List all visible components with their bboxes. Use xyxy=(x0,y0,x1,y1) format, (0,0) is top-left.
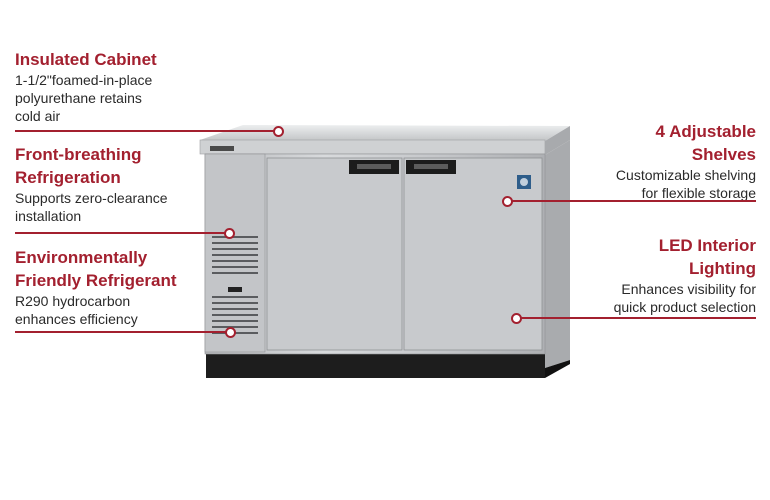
callout-led-lighting: LED Interior Lighting Enhances visibilit… xyxy=(614,234,756,316)
connector-dot xyxy=(273,126,284,137)
brand-plate xyxy=(210,146,234,151)
callout-desc-line: polyurethane retains xyxy=(15,90,142,106)
callout-title: Lighting xyxy=(688,259,756,278)
left-door xyxy=(266,157,403,351)
callout-title: Insulated Cabinet xyxy=(15,50,157,69)
callout-title: LED Interior xyxy=(658,236,756,255)
callout-title: Environmentally xyxy=(15,248,148,267)
callout-refrigerant: Environmentally Friendly Refrigerant R29… xyxy=(15,246,177,328)
countertop xyxy=(200,125,570,141)
callout-title: Refrigeration xyxy=(15,168,121,187)
callout-desc-line: Customizable shelving xyxy=(615,167,756,183)
cabinet-side xyxy=(545,140,570,368)
callout-desc-line: for flexible storage xyxy=(641,185,756,201)
callout-title: 4 Adjustable xyxy=(655,122,756,141)
upper-vent xyxy=(212,236,258,274)
connector-line xyxy=(511,200,756,202)
callout-title: Shelves xyxy=(691,145,756,164)
callout-title: Front-breathing xyxy=(15,145,142,164)
callout-desc-line: enhances efficiency xyxy=(15,311,138,327)
left-panel xyxy=(204,153,266,353)
connector-dot xyxy=(225,327,236,338)
callout-desc-line: 1-1/2"foamed-in-place xyxy=(15,72,153,88)
callout-desc-line: Supports zero-clearance xyxy=(15,190,168,206)
connector-line xyxy=(15,130,277,132)
connector-line xyxy=(15,331,229,333)
callout-desc-line: quick product selection xyxy=(613,299,756,315)
callout-front-breathing: Front-breathing Refrigeration Supports z… xyxy=(15,143,168,225)
callout-desc-line: cold air xyxy=(15,108,61,124)
connector-line xyxy=(15,232,228,234)
connector-dot xyxy=(224,228,235,239)
connector-line xyxy=(520,317,756,319)
callout-insulated-cabinet: Insulated Cabinet 1-1/2"foamed-in-place … xyxy=(15,48,157,125)
callout-desc-line: Enhances visibility for xyxy=(621,281,756,297)
callout-shelves: 4 Adjustable Shelves Customizable shelvi… xyxy=(616,120,756,202)
callout-title: Friendly Refrigerant xyxy=(15,271,177,290)
callout-desc-line: installation xyxy=(15,208,82,224)
callout-desc-line: R290 hydrocarbon xyxy=(15,293,131,309)
